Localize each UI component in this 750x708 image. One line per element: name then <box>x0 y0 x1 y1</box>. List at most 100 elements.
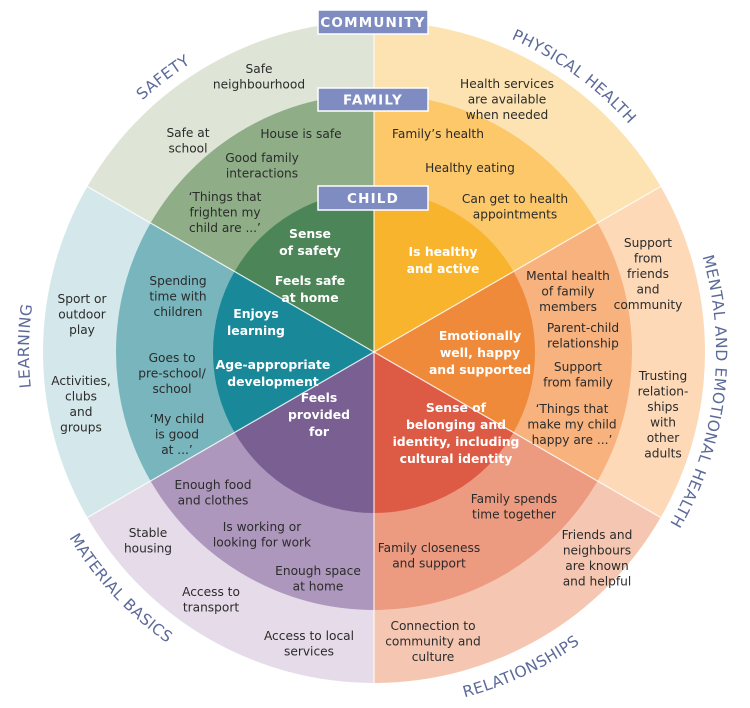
item-line: Mental health <box>526 269 610 283</box>
child-item-learning: Enjoys learning <box>227 306 285 338</box>
item-line: Feels safe <box>275 273 345 288</box>
item-line: ‘Things that <box>536 402 609 416</box>
item-line: transport <box>183 601 240 615</box>
item-line: Access to <box>182 585 240 599</box>
child-ring-safety-sector <box>234 191 374 352</box>
item-line: and active <box>407 261 480 276</box>
child-label: CHILD <box>347 191 399 207</box>
item-line: when needed <box>466 108 548 122</box>
item-line: friends <box>627 267 669 281</box>
wheel-sectors <box>42 21 705 683</box>
item-line: for <box>309 424 330 439</box>
item-line: Good family <box>225 151 299 165</box>
item-line: cultural identity <box>400 451 513 466</box>
item-line: Parent-child <box>547 321 619 335</box>
item-line: school <box>168 142 207 156</box>
item-line: culture <box>412 650 455 664</box>
item-line: Health services <box>460 77 554 91</box>
item-line: provided <box>288 407 350 422</box>
item-line: Is working or <box>223 520 302 534</box>
item-line: at home <box>293 580 344 594</box>
item-line: Can get to health <box>462 192 568 206</box>
item-line: development <box>227 374 319 389</box>
item-line: House is safe <box>260 127 341 141</box>
item-line: school <box>152 382 191 396</box>
item-line: play <box>69 323 95 337</box>
child-ring-learning-sector <box>213 271 374 433</box>
item-line: services <box>284 645 334 659</box>
item-line: other <box>647 431 680 445</box>
item-line: at ...’ <box>161 443 193 457</box>
family-item-safety: House is safe <box>260 127 341 141</box>
item-line: pre-school/ <box>138 367 206 381</box>
item-line: Enough space <box>275 564 361 578</box>
item-line: with <box>650 416 676 430</box>
item-line: Friends and <box>562 528 633 542</box>
item-line: Access to local <box>264 629 354 643</box>
family-ring-label: FAMILY <box>317 87 429 112</box>
item-line: is good <box>155 428 199 442</box>
sector-divider-line <box>87 351 375 519</box>
item-line: Emotionally <box>439 328 521 343</box>
item-line: Connection to <box>390 619 475 633</box>
item-line: Stable <box>129 526 168 540</box>
item-line: Safe at <box>166 126 209 140</box>
child-ring-physical-health-sector <box>374 191 514 352</box>
item-line: and <box>70 405 93 419</box>
item-line: Enjoys <box>233 306 279 321</box>
item-line: ships <box>647 400 679 414</box>
community-label-box <box>317 9 429 35</box>
item-line: learning <box>227 323 285 338</box>
item-line: from <box>634 252 662 266</box>
item-line: of family <box>541 285 594 299</box>
item-line: community and <box>385 635 481 649</box>
item-line: identity, including <box>393 434 520 449</box>
item-line: neighbourhood <box>213 78 305 92</box>
item-line: relationship <box>547 337 619 351</box>
item-line: looking for work <box>213 536 312 550</box>
child-ring-mental-emotional-health-sector <box>374 271 535 433</box>
item-line: are available <box>468 93 547 107</box>
item-line: Spending <box>149 274 206 288</box>
child-ring-label: CHILD <box>317 185 429 211</box>
section-title-learning: LEARNING <box>15 303 36 389</box>
item-line: at home <box>281 290 338 305</box>
family-item-mental-emotional-health: Parent-child relationship <box>547 321 619 351</box>
item-line: make my child <box>527 418 616 432</box>
sector-divider-line <box>373 351 661 519</box>
family-label-box <box>317 87 429 112</box>
item-line: children <box>154 305 203 319</box>
item-line: time with <box>149 290 206 304</box>
item-line: Support <box>554 360 602 374</box>
item-line: members <box>539 300 597 314</box>
child-label-box <box>317 185 429 211</box>
family-item-material-basics: Enough space at home <box>275 564 361 594</box>
item-line: and clothes <box>178 494 249 508</box>
item-line: and <box>637 283 660 297</box>
community-item-safety: Safe at school <box>166 126 209 156</box>
item-line: clubs <box>65 390 97 404</box>
item-line: belonging and <box>406 417 506 432</box>
item-line: are known <box>565 559 629 573</box>
item-line: and support <box>392 557 466 571</box>
item-line: groups <box>60 421 102 435</box>
